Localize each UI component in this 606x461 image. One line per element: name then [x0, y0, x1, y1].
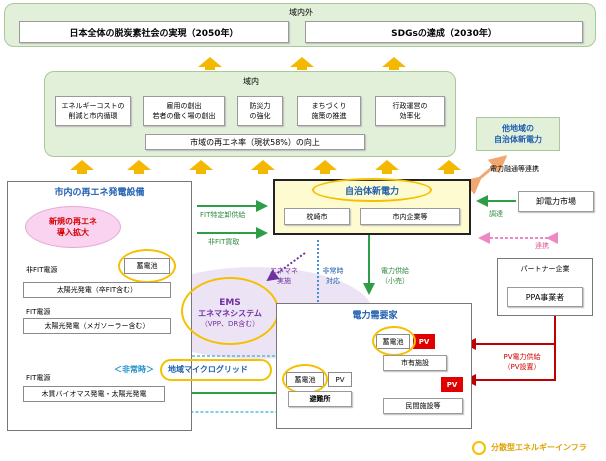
microgrid-bracket: ＜非常時＞ [114, 365, 154, 374]
supply-label: 電力供給（小売） [381, 267, 409, 285]
pv-supply-label: PV電力供給（PV設置） [503, 353, 541, 371]
other-region-power: 他地域の自治体新電力 [476, 117, 560, 151]
pv-shelter: PV [328, 372, 352, 387]
ems-ring [181, 277, 279, 345]
up-arrows-mid [70, 160, 461, 174]
region-panel: 域内 エネルギーコストの削減と市内循環 雇用の創出若者の働く場の創出 防災力の強… [44, 71, 456, 157]
procure-label: 調達 [489, 210, 503, 218]
exchange-label: 電力融通等連携 [490, 165, 539, 173]
benefit-admin: 行政運営の効率化 [375, 96, 445, 126]
benefit-energy-cost: エネルギーコストの削減と市内循環 [55, 96, 131, 126]
fit-transfer-label: FIT特定卸供給 [200, 211, 246, 219]
microgrid-ring [160, 359, 272, 381]
shelter-battery-ring [282, 364, 328, 394]
demand-title: 電力需要家 [352, 310, 398, 321]
makurazaki-city: 枕崎市 [284, 208, 350, 225]
benefit-employment: 雇用の創出若者の働く場の創出 [143, 96, 225, 126]
solar-fit: 太陽光発電（メガソーラー含む） [23, 318, 171, 334]
outside-region-panel: 域内外 日本全体の脱炭素社会の実現（2050年） SDGsの達成（2030年） [4, 3, 596, 47]
microgrid-title: 地域マイクログリッド [168, 365, 248, 374]
new-re-expansion: 新規の再エネ 導入拡大 [25, 206, 121, 248]
nonfit-purchase-label: 非FIT買取 [208, 238, 240, 246]
up-arrows-top [198, 57, 406, 70]
ppa-operator: PPA事業者 [507, 287, 583, 307]
distributed-infra-ring [118, 249, 176, 283]
nonfit-label: 非FIT電源 [26, 266, 58, 274]
cooperation-label: 連携 [535, 242, 549, 250]
goal-decarbonization: 日本全体の脱炭素社会の実現（2050年） [19, 21, 289, 43]
city-facility: 市有施設 [383, 355, 447, 371]
city-companies: 市内企業等 [360, 208, 460, 225]
emergency-label: 非常時対応 [322, 267, 344, 285]
fit-label-2: FIT電源 [26, 374, 51, 382]
region-title: 域内 [243, 76, 259, 86]
legend-ring-icon [472, 441, 486, 455]
solar-nonfit: 太陽光発電（卒FIT含む） [23, 282, 171, 298]
city-re-title: 市内の再エネ発電設備 [54, 187, 145, 198]
partner-title: パートナー企業 [520, 265, 570, 273]
demand-battery-ring [372, 326, 416, 356]
biomass-solar: 木質バイオマス発電・太陽光発電 [23, 386, 165, 402]
outside-region-title: 域内外 [289, 7, 313, 17]
pv-private: PV [441, 377, 463, 392]
goal-sdgs: SDGsの達成（2030年） [305, 21, 583, 43]
private-facility: 民間施設等 [383, 398, 463, 414]
wholesale-market: 卸電力市場 [518, 191, 594, 212]
benefit-town-planning: まちづくり施策の推進 [297, 96, 361, 126]
legend-label: 分散型エネルギーインフラ [491, 443, 587, 452]
pv-demand: PV [413, 334, 435, 349]
new-power-ring [312, 178, 432, 202]
fit-label: FIT電源 [26, 308, 51, 316]
enemane-label: エネマネ実施 [270, 267, 298, 285]
benefit-disaster: 防災力の強化 [237, 96, 283, 126]
region-re-rate: 市域の再エネ率（現状58%）の向上 [145, 134, 365, 150]
evacuation-shelter: 避難所 [288, 391, 352, 407]
